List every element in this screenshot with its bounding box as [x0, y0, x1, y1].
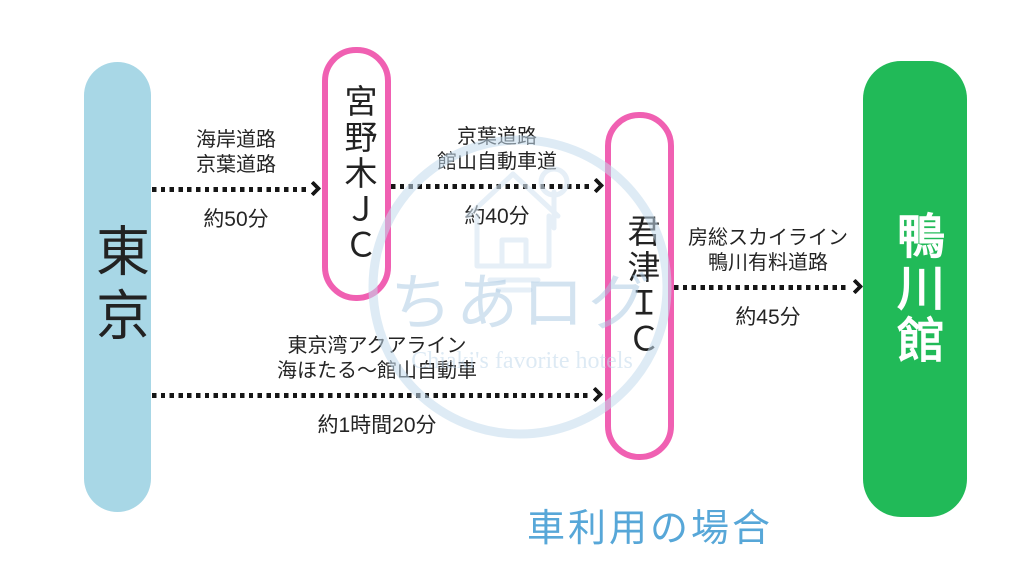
route-roads-label: 東京湾アクアライン 海ほたる〜館山自動車: [277, 334, 477, 384]
road-name: 鴨川有料道路: [708, 252, 828, 274]
road-name: 館山自動車道: [437, 151, 557, 173]
road-name: 海ほたる〜館山自動車: [277, 360, 477, 382]
node-kamogawa-kan-label: 鴨川館: [889, 211, 942, 367]
route-duration: 約1時間20分: [317, 414, 437, 437]
node-tokyo: 東京: [84, 62, 151, 512]
node-kimitsu-ic-label: 君津ＩＣ: [622, 214, 658, 358]
dotted-arrow: [152, 180, 322, 197]
dotted-arrow: [674, 278, 864, 295]
node-tokyo-label: 東京: [87, 223, 148, 351]
road-name: 海岸道路: [196, 129, 276, 151]
node-miyanogi-jc: 宮野木ＪＣ: [322, 47, 391, 301]
route-duration: 約40分: [464, 205, 530, 228]
route-roads-label: 房総スカイライン 鴨川有料道路: [688, 226, 848, 276]
dotted-arrow: [391, 177, 605, 194]
road-name: 房総スカイライン: [688, 227, 848, 249]
dotted-line: [152, 187, 307, 192]
dotted-line: [674, 285, 849, 290]
dotted-line: [391, 184, 590, 189]
road-name: 京葉道路: [457, 126, 537, 148]
road-name: 京葉道路: [196, 154, 276, 176]
node-kamogawa-kan: 鴨川館: [863, 61, 967, 517]
node-miyanogi-jc-label: 宮野木ＪＣ: [339, 84, 375, 264]
arrow-head-icon: [587, 386, 604, 403]
dotted-line: [152, 393, 589, 398]
road-name: 東京湾アクアライン: [287, 335, 467, 357]
route-tokyo-to-miyanogi: 海岸道路 京葉道路 約50分: [152, 128, 322, 233]
arrow-head-icon: [588, 177, 605, 194]
arrow-head-icon: [847, 278, 864, 295]
route-duration: 約45分: [735, 306, 801, 329]
arrow-head-icon: [305, 180, 322, 197]
node-kimitsu-ic: 君津ＩＣ: [605, 112, 674, 460]
route-kimitsu-to-kamogawa: 房総スカイライン 鴨川有料道路 約45分: [674, 226, 864, 331]
dotted-arrow: [152, 386, 604, 403]
route-roads-label: 京葉道路 館山自動車道: [437, 125, 557, 175]
route-roads-label: 海岸道路 京葉道路: [196, 128, 276, 178]
diagram-caption: 車利用の場合: [526, 508, 773, 550]
route-miyanogi-to-kimitsu: 京葉道路 館山自動車道 約40分: [391, 125, 605, 230]
route-tokyo-to-kimitsu-aqualine: 東京湾アクアライン 海ほたる〜館山自動車 約1時間20分: [152, 334, 604, 439]
route-duration: 約50分: [203, 208, 269, 231]
